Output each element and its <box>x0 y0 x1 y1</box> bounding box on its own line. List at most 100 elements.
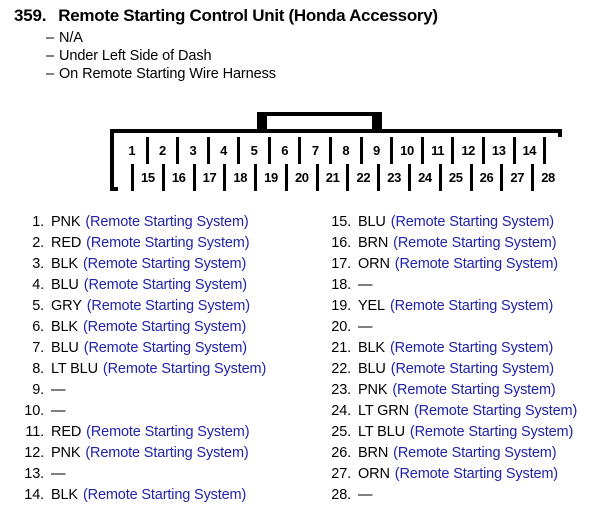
pin-index: 17. <box>331 256 351 272</box>
pin-legend-row: 21.BLK(Remote Starting System) <box>323 338 614 359</box>
connector-pin-4[interactable]: 4 <box>209 137 241 164</box>
connector-detail-text: Under Left Side of Dash <box>59 48 212 64</box>
pin-circuit-description: (Remote Starting System) <box>86 298 250 314</box>
pin-legend-row: 1.PNK(Remote Starting System) <box>16 212 307 233</box>
pin-legend: 1.PNK(Remote Starting System) 2. RED (Remot… <box>0 212 615 506</box>
pin-wire-color: LT GRN <box>358 403 409 419</box>
pin-wire-color: BLU <box>358 214 386 230</box>
pin-circuit-description: (Remote Starting System) <box>82 319 247 335</box>
connector-pin-9[interactable]: 9 <box>362 137 394 164</box>
pin-wire-color: BLK <box>51 256 78 272</box>
pin-legend-row: 17.ORN(Remote Starting System) <box>323 254 614 275</box>
pin-circuit-description: (Remote Starting System) <box>86 235 250 251</box>
pin-legend-row: 20.— <box>323 317 614 338</box>
pin-index: 25. <box>331 424 351 440</box>
connector-pin-25[interactable]: 25 <box>441 164 473 191</box>
pin-legend-row: 9. — <box>16 380 307 401</box>
connector-pin-21[interactable]: 21 <box>318 164 350 191</box>
connector-blank-cell-bottom-left <box>118 164 134 191</box>
pin-legend-row: 22.BLU(Remote Starting System) <box>323 359 614 380</box>
connector-pin-14[interactable]: 14 <box>515 137 547 164</box>
pin-empty-marker: — <box>51 466 66 482</box>
pin-wire-color: BLK <box>358 340 385 356</box>
connector-pin-5[interactable]: 5 <box>240 137 271 164</box>
dash-bullet-icon: – <box>46 30 54 46</box>
title-row: 359. Remote Starting Control Unit (Honda… <box>0 0 615 26</box>
pin-index: 21. <box>331 340 351 356</box>
pin-wire-color: PNK <box>51 445 81 461</box>
connector-pin-8[interactable]: 8 <box>332 137 363 164</box>
pin-circuit-description: (Remote Starting System) <box>393 445 557 461</box>
locking-tab-post-left <box>257 112 267 132</box>
pin-legend-row: 4.BLU(Remote Starting System) <box>16 275 307 296</box>
connector-pin-13[interactable]: 13 <box>484 137 516 164</box>
pin-wire-color: BLK <box>51 319 78 335</box>
connector-pin-1[interactable]: 1 <box>118 137 149 164</box>
connector-pin-26[interactable]: 26 <box>472 164 504 191</box>
connector-pin-18[interactable]: 18 <box>226 164 258 191</box>
connector-detail-item: –On Remote Starting Wire Harness <box>0 65 615 83</box>
pin-wire-color: LT BLU <box>358 424 405 440</box>
pin-wire-color: BLU <box>51 340 79 356</box>
connector-pin-2[interactable]: 2 <box>148 137 180 164</box>
connector-pin-24[interactable]: 24 <box>411 164 442 191</box>
connector-pin-16[interactable]: 16 <box>164 164 196 191</box>
pin-circuit-description: (Remote Starting System) <box>394 256 558 272</box>
pin-legend-row: 24.LT GRN(Remote Starting System) <box>323 401 614 422</box>
connector-pin-3[interactable]: 3 <box>179 137 210 164</box>
pin-wire-color: BLU <box>51 277 79 293</box>
connector-pin-28[interactable]: 28 <box>534 164 562 191</box>
pin-index: 8. <box>32 361 44 377</box>
connector-pin-17[interactable]: 17 <box>195 164 227 191</box>
pin-index: 22. <box>331 361 351 377</box>
pin-index: 2. <box>32 235 44 251</box>
pin-circuit-description: (Remote Starting System) <box>409 424 574 440</box>
connector-pin-10[interactable]: 10 <box>393 137 424 164</box>
pin-legend-row: 14.BLK(Remote Starting System) <box>16 485 307 506</box>
connector-pin-6[interactable]: 6 <box>270 137 302 164</box>
pin-empty-marker: — <box>358 487 373 503</box>
locking-tab-post-right <box>372 112 382 132</box>
connector-pin-22[interactable]: 22 <box>349 164 381 191</box>
pin-wire-color: PNK <box>358 382 388 398</box>
connector-pin-27[interactable]: 27 <box>503 164 535 191</box>
pin-index: 6. <box>32 319 44 335</box>
connector-pin-11[interactable]: 11 <box>423 137 455 164</box>
pin-wire-color: RED <box>51 424 82 440</box>
pin-legend-row: 7. BLU(Remote Starting System) <box>16 338 307 359</box>
connector-detail-text: On Remote Starting Wire Harness <box>59 66 276 82</box>
pin-circuit-description: (Remote Starting System) <box>83 340 247 356</box>
connector-detail-text: N/A <box>59 30 83 46</box>
pin-index: 11. <box>25 424 44 440</box>
pin-circuit-description: (Remote Starting System) <box>392 382 556 398</box>
connector-pin-23[interactable]: 23 <box>380 164 412 191</box>
pin-legend-row: 11.RED(Remote Starting System) <box>16 422 307 443</box>
pin-wire-color: YEL <box>358 298 385 314</box>
connector-pin-15[interactable]: 15 <box>134 164 165 191</box>
pin-circuit-description: (Remote Starting System) <box>83 277 247 293</box>
pin-legend-column-right: 15.BLU(Remote Starting System)16.BRN(Rem… <box>307 212 614 506</box>
pin-empty-marker: — <box>51 382 66 398</box>
pin-legend-row: 18.— <box>323 275 614 296</box>
pin-index: 7. <box>32 340 44 356</box>
connector-pin-19[interactable]: 19 <box>257 164 288 191</box>
pin-circuit-description: (Remote Starting System) <box>102 361 267 377</box>
pin-index: 18. <box>331 277 351 293</box>
pin-index: 9. <box>32 382 44 398</box>
pin-legend-row: 23. PNK(Remote Starting System) <box>323 380 614 401</box>
pin-index: 23. <box>331 382 351 398</box>
pin-legend-row: 8.LT BLU(Remote Starting System) <box>16 359 307 380</box>
connector-pin-20[interactable]: 20 <box>287 164 319 191</box>
connector-detail-item: –N/A <box>0 29 615 47</box>
pin-legend-row: 6. BLK(Remote Starting System) <box>16 317 307 338</box>
pin-index: 15. <box>331 214 351 230</box>
connector-pin-7[interactable]: 7 <box>301 137 333 164</box>
connector-pin-12[interactable]: 12 <box>454 137 485 164</box>
pin-wire-color: ORN <box>358 466 390 482</box>
pin-legend-column-left: 1.PNK(Remote Starting System) 2. RED (Remot… <box>0 212 307 506</box>
dash-bullet-icon: – <box>46 48 54 64</box>
pin-wire-color: BLU <box>358 361 386 377</box>
